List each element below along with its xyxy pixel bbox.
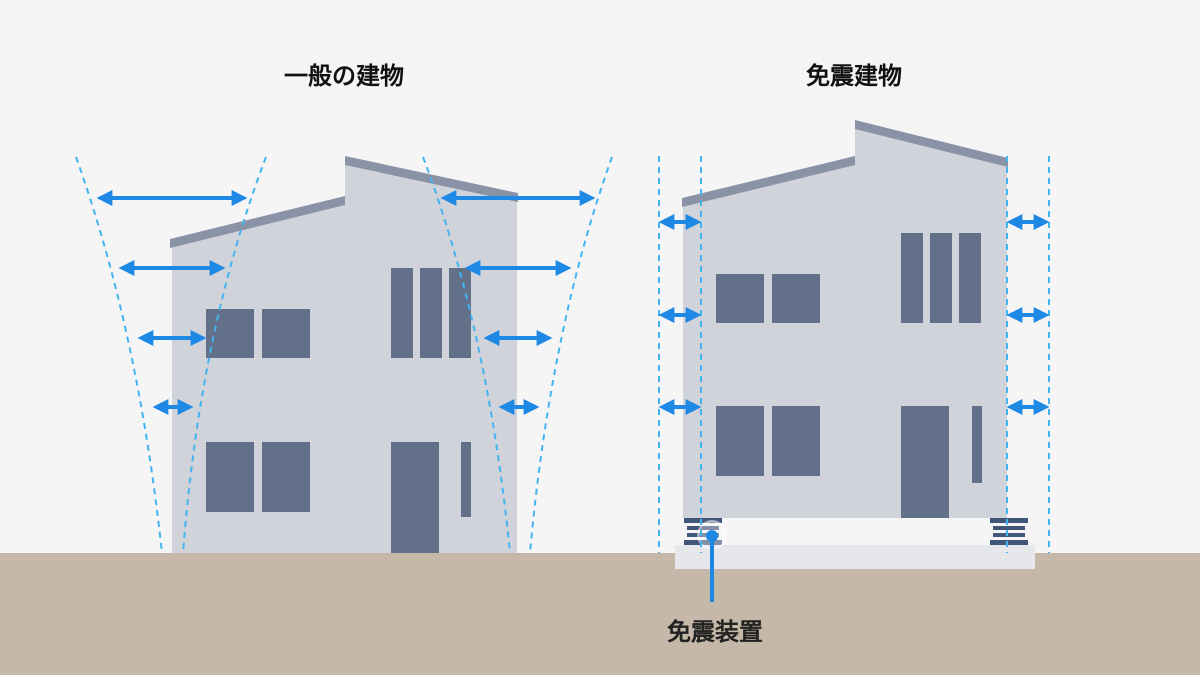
sway-line [75, 156, 163, 554]
conventional-building-title: 一般の建物 [284, 62, 404, 90]
window [901, 233, 923, 323]
window [449, 268, 471, 358]
window [716, 274, 764, 323]
window [206, 442, 254, 512]
window [772, 274, 820, 323]
roof-left [170, 196, 345, 248]
window [420, 268, 442, 358]
rubber-bearing-icon [990, 518, 1028, 545]
sway-line [529, 156, 613, 554]
window [772, 406, 820, 476]
window [461, 442, 471, 517]
window [391, 268, 413, 358]
conventional-building [75, 156, 613, 555]
door [901, 406, 949, 518]
rubber-bearing-icon [684, 518, 722, 545]
foundation-base [675, 553, 1035, 569]
window [972, 406, 982, 483]
door [391, 442, 439, 555]
sway-line [182, 156, 267, 554]
callout-dot [706, 530, 718, 542]
roof-right [855, 120, 1008, 167]
window [930, 233, 952, 323]
window [262, 442, 310, 512]
window [206, 309, 254, 358]
isolated-building [658, 120, 1050, 569]
window [959, 233, 981, 323]
roof-left [682, 156, 855, 207]
sway-line [422, 156, 511, 554]
isolated-building-title: 免震建物 [806, 62, 902, 90]
window [716, 406, 764, 476]
isolation-device-label: 免震装置 [667, 618, 763, 646]
window [262, 309, 310, 358]
ground [0, 553, 1200, 675]
callout-line [710, 540, 714, 602]
